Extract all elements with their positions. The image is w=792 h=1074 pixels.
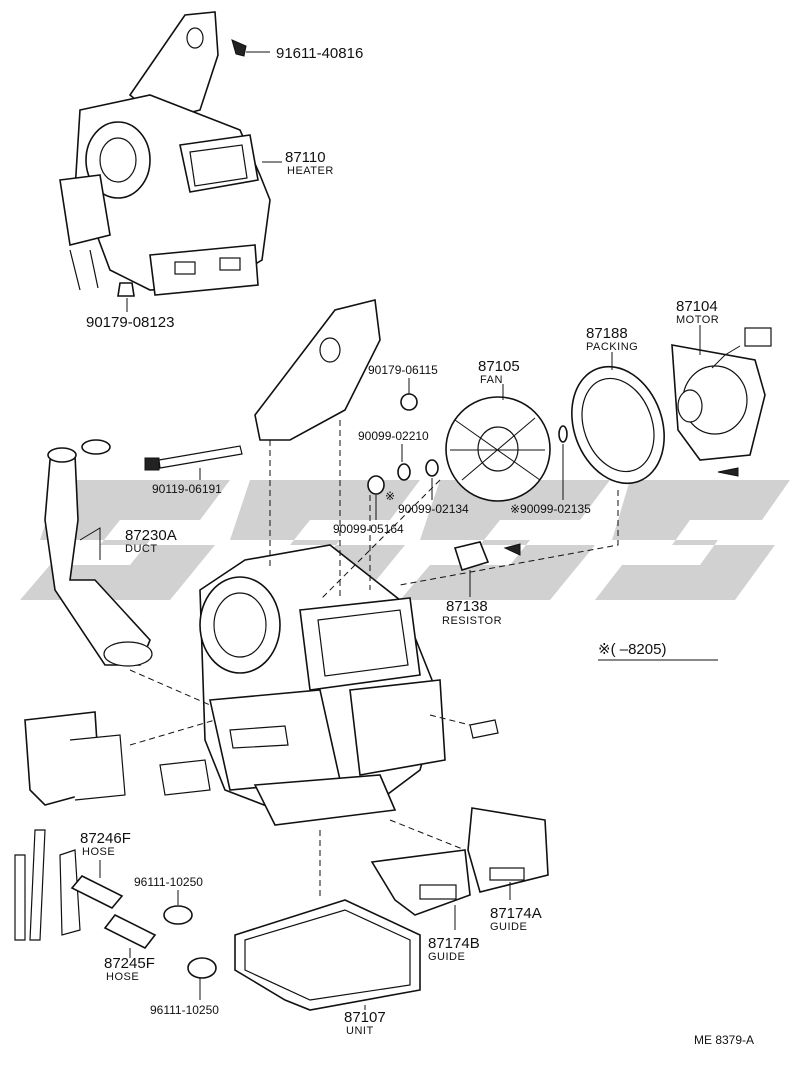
svg-text:※( –8205): ※( –8205) [598,641,666,658]
bracket-mount [254,299,381,441]
svg-text:HEATER: HEATER [287,165,334,177]
svg-text:MOTOR: MOTOR [676,314,719,326]
packing-87188 [571,365,665,485]
label-90119-06191: 90119-06191 [152,482,222,496]
leader-lines [79,161,701,1010]
assembly-dash-lines [129,420,619,900]
svg-text:90179-08123: 90179-08123 [86,314,174,331]
bolt-90119-icon [144,445,243,471]
label-90099-05164: 90099-05164 [333,522,404,536]
hose-87246F [70,875,124,909]
svg-text:GUIDE: GUIDE [490,921,527,933]
svg-text:90099-02134: 90099-02134 [398,502,469,516]
svg-text:87174A: 87174A [490,905,542,922]
label-87174A: 87174A GUIDE [490,905,542,933]
guide-87174B [370,849,471,916]
svg-text:96111-10250: 96111-10250 [134,875,203,889]
label-87245F: 87245F HOSE [104,955,155,983]
watermark-logo [20,480,790,600]
svg-text:87246F: 87246F [80,830,131,847]
motor-87104 [671,327,772,461]
label-87105: 87105 FAN [478,358,520,386]
label-87104: 87104 MOTOR [676,298,719,326]
svg-text:87110: 87110 [285,149,326,166]
resistor-87138 [453,541,521,571]
svg-text:96111-10250: 96111-10250 [150,1003,219,1017]
washers-and-nuts [367,393,739,495]
svg-text:90119-06191: 90119-06191 [152,482,222,496]
svg-text:HOSE: HOSE [106,971,139,983]
label-90099-02135: ※90099-02135 [510,502,591,516]
heater-core-87107 [234,899,421,1011]
svg-text:GUIDE: GUIDE [428,951,465,963]
svg-text:PACKING: PACKING [586,341,638,353]
svg-text:87174B: 87174B [428,935,480,952]
svg-text:87188: 87188 [586,325,628,342]
label-87246F: 87246F HOSE [80,830,131,858]
svg-text:UNIT: UNIT [346,1025,374,1037]
diagram-code: ME 8379-A [694,1033,754,1047]
svg-text:ME 8379-A: ME 8379-A [694,1033,754,1047]
svg-text:※90099-02135: ※90099-02135 [510,502,591,516]
label-87174B: 87174B GUIDE [428,935,480,963]
label-87230A: 87230A DUCT [125,527,177,555]
svg-text:87245F: 87245F [104,955,155,972]
clamp-96111-upper [163,905,193,925]
fan-87105 [445,396,551,502]
svg-text:RESISTOR: RESISTOR [442,615,502,627]
svg-text:FAN: FAN [480,374,503,386]
svg-text:DUCT: DUCT [125,543,158,555]
svg-text:90099-02210: 90099-02210 [358,429,429,443]
label-91611-40816: 91611-40816 [276,45,363,62]
svg-text:87230A: 87230A [125,527,177,544]
guide-87174A [467,807,549,893]
hose-87245F [103,913,157,950]
label-87138: 87138 RESISTOR [442,598,502,627]
svg-text:91611-40816: 91611-40816 [276,45,363,62]
heater-unit-main [159,544,499,826]
note-applicability: ※( –8205) [598,641,718,661]
label-90179-06115: 90179-06115 [368,363,438,377]
label-90179-08123: 90179-08123 [86,314,174,331]
svg-text:87138: 87138 [446,598,488,615]
label-90099-02210: 90099-02210 [358,429,429,443]
clamp-96111-lower [187,957,217,979]
label-87107: 87107 UNIT [344,1009,386,1037]
svg-text:HOSE: HOSE [82,846,115,858]
label-90099-02134: 90099-02134 ※ [385,489,469,516]
bolt-91611-icon [231,39,270,57]
label-87188: 87188 PACKING [586,325,638,353]
svg-text:87105: 87105 [478,358,520,375]
svg-text:87104: 87104 [676,298,718,315]
svg-text:87107: 87107 [344,1009,386,1026]
svg-text:90179-06115: 90179-06115 [368,363,438,377]
label-87110: 87110 HEATER [285,149,334,177]
hoses-pipes [14,829,81,941]
duct-87230A [44,439,153,667]
heater-assembly-top [59,11,271,296]
label-96111-10250-lower: 96111-10250 [150,1003,219,1017]
svg-text:90099-05164: 90099-05164 [333,522,404,536]
nut-90179-08123-icon [117,282,135,297]
svg-text:※: ※ [385,489,395,503]
bracket-left [24,711,126,806]
label-96111-10250-upper: 96111-10250 [134,875,203,889]
